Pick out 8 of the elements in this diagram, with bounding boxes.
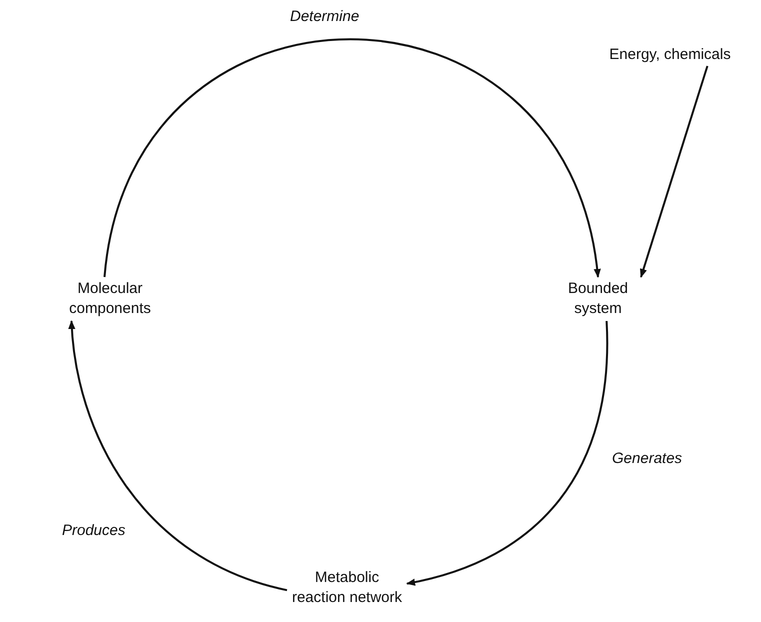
arrow [68, 320, 288, 592]
arrow [640, 66, 708, 278]
node-label: Metabolic reaction network [287, 566, 407, 610]
arrow [104, 38, 600, 278]
node-label: Energy, chemicals [585, 44, 755, 66]
node-label: Bounded system [555, 277, 641, 321]
arrow [406, 320, 608, 586]
node-label: Molecular components [55, 277, 165, 321]
